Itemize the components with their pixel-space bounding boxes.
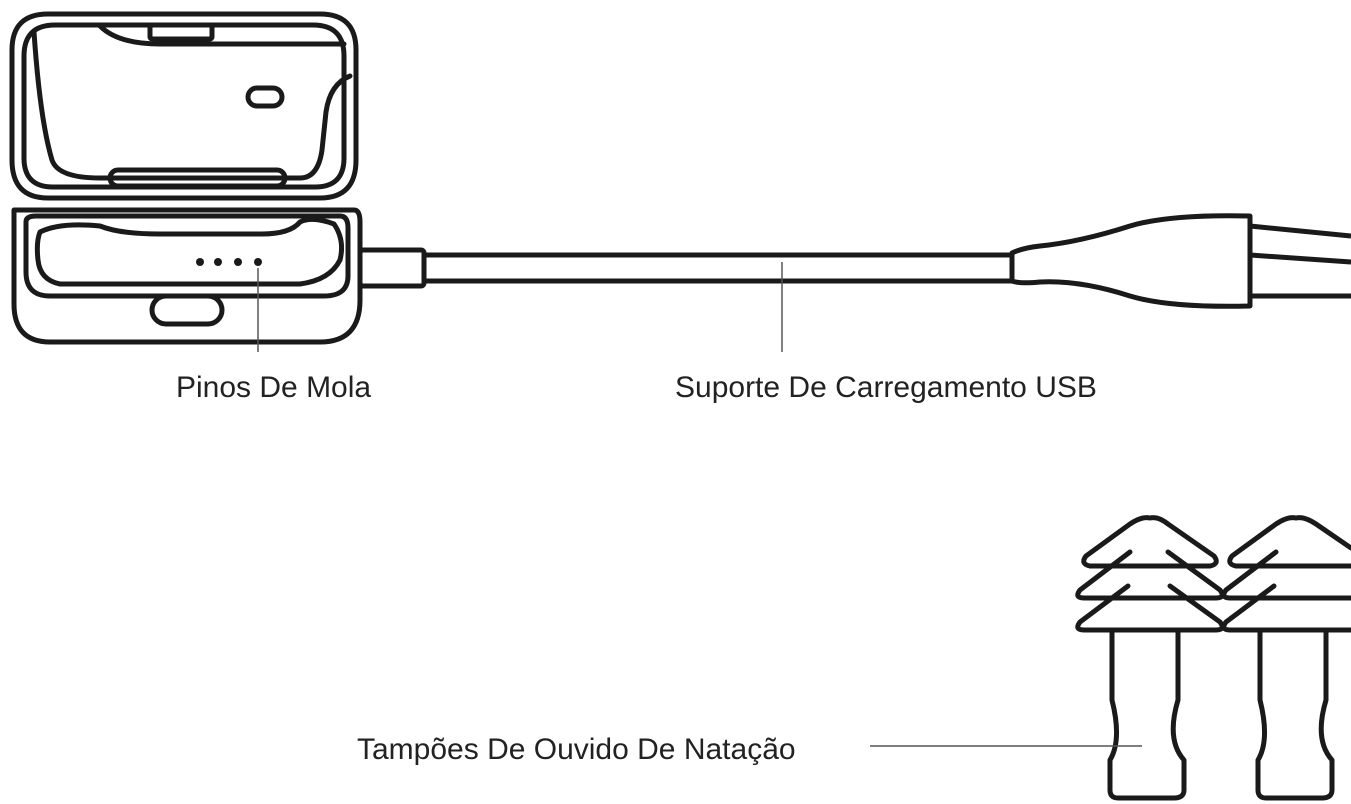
- case-lid-inner: [21, 22, 347, 190]
- spring-pins: [196, 258, 262, 266]
- cable-connector: [357, 247, 427, 289]
- usb-cable-icon: [357, 213, 1351, 309]
- earplug-icon: [1221, 515, 1351, 801]
- spring-pin: [196, 258, 204, 266]
- lid-pill: [245, 85, 285, 109]
- case-lid: [9, 11, 359, 201]
- base-button: [149, 293, 225, 327]
- earplug-icon: [1075, 515, 1225, 801]
- lid-slot: [107, 167, 288, 189]
- charging-case-icon: [9, 11, 363, 345]
- usb-plug: [1249, 223, 1351, 299]
- spring-pin: [234, 258, 242, 266]
- lid-tab: [147, 22, 215, 42]
- spring-pin: [214, 258, 222, 266]
- case-base: [11, 207, 363, 345]
- swimming-earplugs-label: Tampões De Ouvido De Natação: [357, 733, 796, 766]
- cable-strain-relief: [1009, 213, 1253, 309]
- leader-lines: [257, 262, 1142, 747]
- spring-pins-label: Pinos De Mola: [176, 371, 372, 404]
- spring-pin: [254, 258, 262, 266]
- usb-charging-support-label: Suporte De Carregamento USB: [675, 371, 1097, 404]
- case-base-inner: [23, 213, 351, 299]
